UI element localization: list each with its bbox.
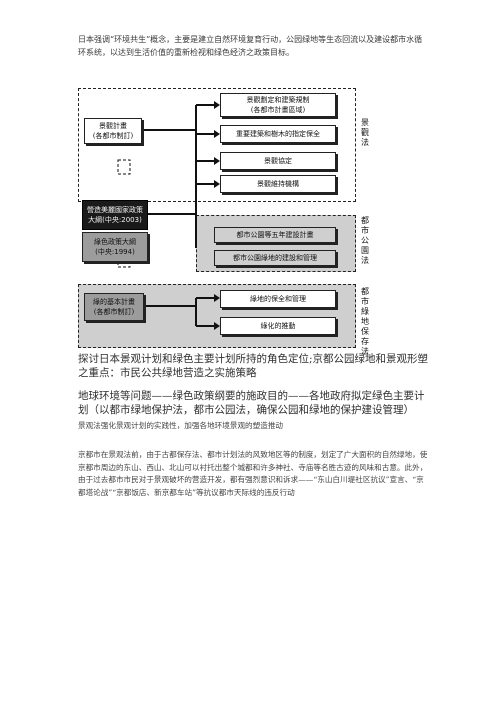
green-policy-outline-box: 綠色政策大綱 (中央:1994) <box>82 232 148 262</box>
landscape-plan-title: 景觀計畫 <box>99 122 127 130</box>
connector-lines <box>117 101 220 330</box>
right-box-8-text: 綠化的推動 <box>260 322 296 330</box>
landscape-law-label: 景觀法 <box>361 118 369 147</box>
green-outline-title: 綠色政策大綱 <box>94 238 136 246</box>
section-3-body: 京都市在景观法前，由于古都保存法、都市计划法的风致地区等的制度，划定了广大面积的… <box>78 450 428 497</box>
policy-diagram: 景觀計畫 (各都市制訂) 營造美麗國家政策 大綱(中央:2003) 綠色政策大綱… <box>78 88 418 356</box>
right-box-1-subtext: (各都市計畫區域) <box>250 106 306 114</box>
right-box-8: 綠化的推動 <box>220 317 336 335</box>
outline-title: 營造美麗國家政策 <box>87 206 143 214</box>
right-box-4-text: 景觀維持機構 <box>257 180 299 188</box>
right-box-1: 景觀劃定和建築規制 (各都市計畫區域) <box>220 93 336 117</box>
right-box-3-text: 景觀協定 <box>264 157 292 165</box>
right-box-5: 都市公園等五年建設計畫 <box>214 227 336 243</box>
section-1-title: 探讨日本景观计划和绿色主要计划所持的角色定位;京都公园绿地和景观形塑之重点：市民… <box>78 353 429 379</box>
right-box-3: 景觀協定 <box>220 152 336 170</box>
green-outline-subtitle: (中央:1994) <box>95 248 135 256</box>
right-box-7-text: 綠地的保全和管理 <box>250 295 306 303</box>
right-box-5-text: 都市公園等五年建設計畫 <box>236 231 314 239</box>
intro-paragraph: 日本强调“环境共生”概念，主要是建立自然环境复育行动，公园绿地等生态回流以及建设… <box>78 35 423 57</box>
city-park-law-label: 都市公園法 <box>361 216 369 265</box>
right-box-7: 綠地的保全和管理 <box>220 290 336 308</box>
right-box-2: 重要建築和樹木的指定保全 <box>220 125 336 143</box>
right-box-6: 都市公園綠地的建設和管理 <box>214 250 336 266</box>
right-box-6-text: 都市公園綠地的建設和管理 <box>233 254 317 262</box>
section-2-subtitle: 景观法强化景观计划的实践性，加强各地环境景观的塑造推动 <box>78 421 284 430</box>
beautiful-nation-outline-box: 營造美麗國家政策 大綱(中央:2003) <box>82 200 148 230</box>
section-2-title: 地球环境等问题——绿色政策纲要的施政目的——各地政府拟定绿色主要计划（以都市绿地… <box>78 390 425 416</box>
landscape-law-region <box>78 88 356 202</box>
right-box-1-text: 景觀劃定和建築規制 <box>246 96 310 104</box>
green-basic-plan-title: 綠的基本計畫 <box>93 298 135 306</box>
landscape-plan-subtitle: (各都市制訂) <box>92 132 134 140</box>
right-box-4: 景觀維持機構 <box>220 175 336 193</box>
right-box-2-text: 重要建築和樹木的指定保全 <box>236 130 320 138</box>
green-preservation-law-label: 都市綠地保存法 <box>361 287 369 356</box>
green-basic-plan-subtitle: (各都市制訂) <box>93 308 135 316</box>
outline-subtitle: 大綱(中央:2003) <box>88 216 142 224</box>
green-basic-plan-box: 綠的基本計畫 (各都市制訂) <box>84 293 144 321</box>
landscape-plan-box: 景觀計畫 (各都市制訂) <box>84 118 142 144</box>
